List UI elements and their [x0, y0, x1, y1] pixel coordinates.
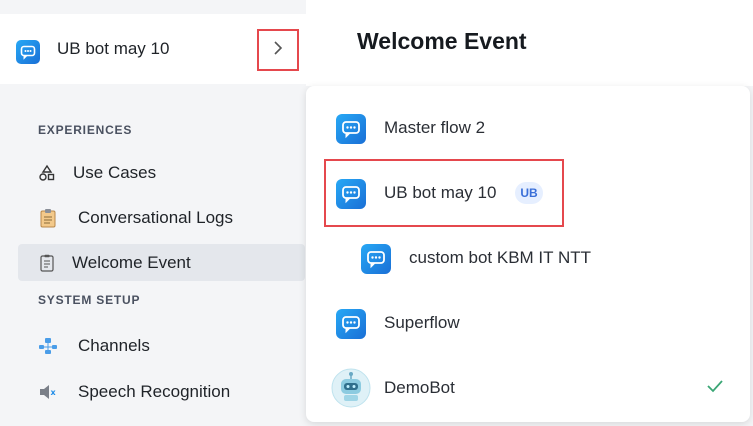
bot-icon	[336, 179, 366, 214]
sidebar-item-label: Conversational Logs	[78, 207, 233, 227]
shapes-icon	[37, 163, 57, 183]
bot-icon	[336, 309, 366, 344]
bot-icon	[16, 40, 40, 69]
bot-option-label: custom bot KBM IT NTT	[409, 248, 592, 267]
sidebar-item-label: Welcome Event	[72, 252, 191, 272]
bot-option-label: Superflow	[384, 313, 460, 332]
check-icon	[705, 376, 725, 401]
sidebar: UB bot may 10 EXPERIENCES Use Cases Conv…	[0, 0, 306, 426]
speaker-icon: x	[38, 382, 58, 402]
svg-text:x: x	[51, 388, 57, 397]
sidebar-item-conversational-logs[interactable]: Conversational Logs	[18, 199, 305, 236]
bot-option-label: Master flow 2	[384, 118, 486, 137]
bot-option-superflow[interactable]: Superflow	[306, 297, 750, 349]
sidebar-item-label: Speech Recognition	[78, 381, 231, 401]
section-label-system-setup: SYSTEM SETUP	[38, 293, 141, 307]
nodes-icon	[38, 336, 58, 356]
sidebar-item-use-cases[interactable]: Use Cases	[18, 154, 305, 191]
bot-option-label: DemoBot	[384, 378, 455, 397]
sidebar-item-label: Use Cases	[73, 162, 157, 182]
sidebar-item-welcome-event[interactable]: Welcome Event	[18, 244, 305, 281]
sidebar-item-speech-recognition[interactable]: x Speech Recognition	[18, 373, 305, 410]
chevron-right-icon	[272, 40, 284, 61]
sidebar-item-channels[interactable]: Channels	[18, 327, 305, 364]
main-header	[306, 0, 753, 86]
bot-option-label: UB bot may 10	[384, 183, 497, 202]
bot-switcher-dropdown: Master flow 2 UB bot may 10 UB custom bo…	[306, 86, 750, 422]
robot-avatar-icon	[331, 368, 371, 413]
bot-option-custom-bot-kbm-it-ntt[interactable]: custom bot KBM IT NTT	[306, 232, 750, 284]
checklist-icon	[37, 253, 57, 273]
section-label-experiences: EXPERIENCES	[38, 123, 133, 137]
page-title: Welcome Event	[357, 28, 527, 54]
bot-selector-header[interactable]: UB bot may 10	[0, 14, 306, 84]
bot-icon	[336, 114, 366, 149]
bot-option-demobot[interactable]: DemoBot	[306, 362, 750, 414]
bot-option-master-flow-2[interactable]: Master flow 2	[306, 102, 750, 154]
bot-name: UB bot may 10	[57, 39, 170, 58]
bot-type-badge: UB	[515, 182, 543, 204]
sidebar-item-label: Channels	[78, 335, 150, 355]
bot-option-ub-bot-may-10[interactable]: UB bot may 10 UB	[306, 167, 750, 219]
bot-icon	[361, 244, 391, 279]
expand-bot-list-button[interactable]	[257, 29, 299, 71]
clipboard-icon	[38, 208, 58, 228]
